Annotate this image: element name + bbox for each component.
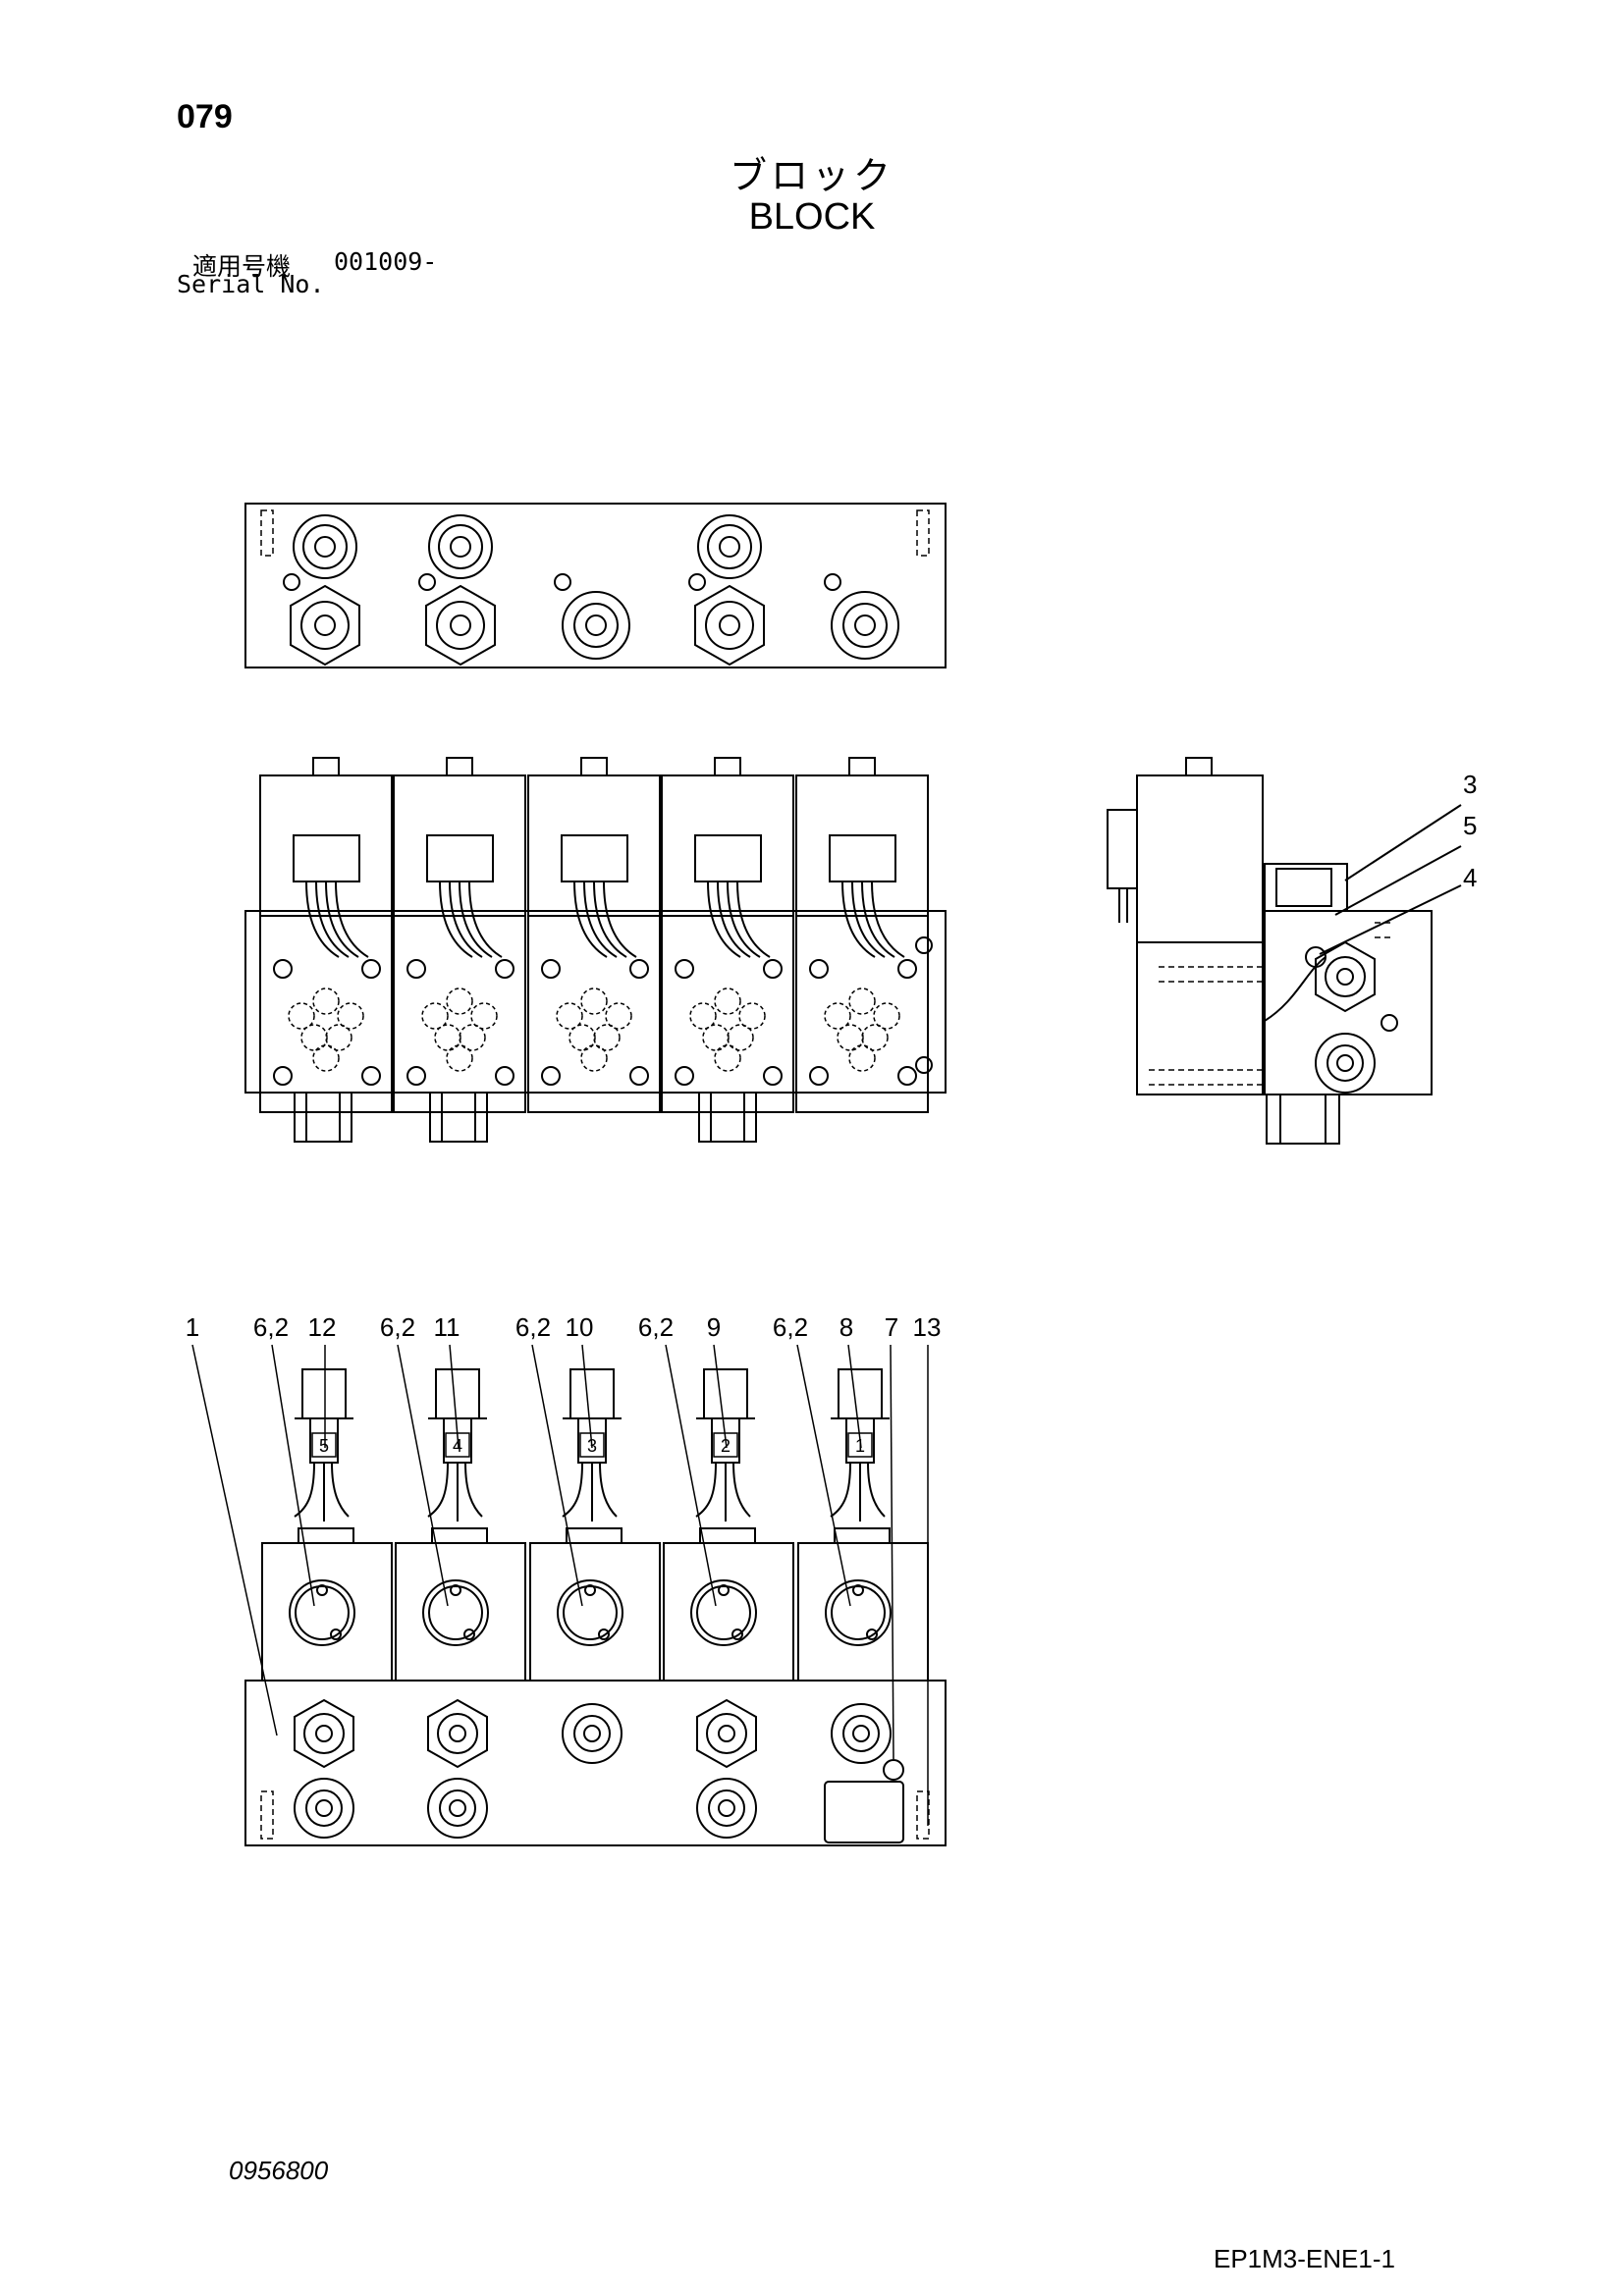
connector-label-4: 4 — [453, 1436, 462, 1456]
callout-6-2-d: 6,2 — [638, 1312, 674, 1342]
top-view-block — [244, 503, 947, 668]
callout-6-2-a: 6,2 — [253, 1312, 289, 1342]
title-japanese: ブロック — [729, 154, 894, 197]
callout-9: 9 — [707, 1312, 721, 1342]
side-view — [1107, 757, 1462, 1145]
connector-label-5: 5 — [319, 1436, 329, 1456]
side-view-callouts: 3 5 4 — [1463, 770, 1477, 892]
page-number: 079 — [177, 98, 233, 135]
callout-6-2-b: 6,2 — [380, 1312, 415, 1342]
callout-4: 4 — [1463, 863, 1477, 892]
front-view-callouts — [191, 1344, 947, 1846]
callout-5: 5 — [1463, 811, 1477, 840]
front-view-valves — [244, 757, 947, 1143]
callout-12: 12 — [308, 1312, 337, 1342]
serial-label-english: Serial No. — [177, 270, 325, 298]
callout-13: 13 — [913, 1312, 942, 1342]
callout-6-2-c: 6,2 — [515, 1312, 551, 1342]
callout-7: 7 — [885, 1312, 898, 1342]
connector-labels: 5 4 3 2 1 — [311, 1432, 873, 1458]
title-english: BLOCK — [748, 196, 876, 238]
connector-label-1: 1 — [855, 1436, 865, 1456]
page-code: EP1M3-ENE1-1 — [1214, 2244, 1395, 2273]
drawing-number: 0956800 — [229, 2156, 329, 2185]
connector-label-2: 2 — [721, 1436, 731, 1456]
callout-1: 1 — [186, 1312, 199, 1342]
serial-label-japanese: 適用号機 — [192, 252, 292, 281]
callout-6-2-e: 6,2 — [773, 1312, 808, 1342]
serial-value: 001009- — [334, 247, 438, 276]
connector-label-3: 3 — [587, 1436, 597, 1456]
callout-11: 11 — [434, 1312, 460, 1342]
callout-10: 10 — [566, 1312, 594, 1342]
callout-8: 8 — [839, 1312, 853, 1342]
front-view-callout-labels: 1 6,2 12 6,2 11 6,2 10 6,2 9 6,2 8 7 13 — [186, 1312, 942, 1342]
callout-3: 3 — [1463, 770, 1477, 799]
